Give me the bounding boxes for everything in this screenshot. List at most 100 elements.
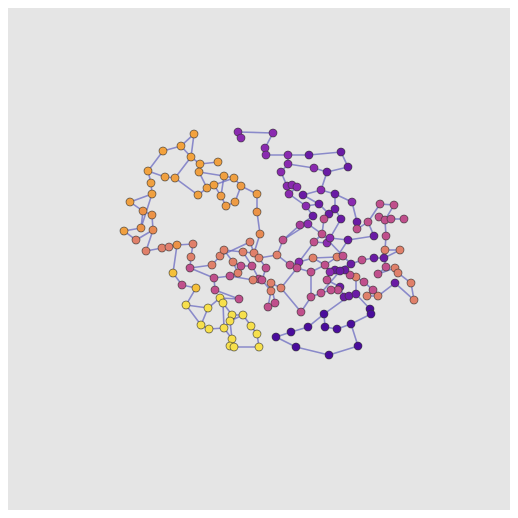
graph-node <box>191 283 201 293</box>
node-layer <box>119 127 419 360</box>
graph-node <box>304 150 314 160</box>
graph-node <box>196 320 206 330</box>
graph-node <box>177 280 187 290</box>
graph-node <box>236 261 246 271</box>
graph-node <box>325 233 335 243</box>
graph-edge <box>347 235 375 241</box>
graph-node <box>325 267 335 277</box>
graph-node <box>373 269 383 279</box>
graph-node <box>303 219 313 229</box>
graph-node <box>357 255 367 265</box>
graph-node <box>271 332 281 342</box>
graph-node <box>141 246 151 256</box>
graph-node <box>286 327 296 337</box>
graph-node <box>138 206 148 216</box>
graph-node <box>238 247 248 257</box>
graph-node <box>125 197 135 207</box>
graph-node <box>176 141 186 151</box>
graph-node <box>276 283 286 293</box>
graph-node <box>399 214 409 224</box>
graph-node <box>230 197 240 207</box>
graph-node <box>247 261 257 271</box>
graph-node <box>228 257 238 267</box>
graph-node <box>248 275 258 285</box>
graph-node <box>409 295 419 305</box>
graph-node <box>316 288 326 298</box>
graph-node <box>301 201 311 211</box>
graph-node <box>390 278 400 288</box>
graph-node <box>185 263 195 273</box>
graph-edge <box>321 233 344 257</box>
graph-node <box>308 253 318 263</box>
graph-node <box>236 181 246 191</box>
graph-node <box>225 271 235 281</box>
graph-node <box>351 289 361 299</box>
graph-node <box>386 214 396 224</box>
graph-node <box>257 275 267 285</box>
graph-edge <box>287 163 315 169</box>
graph-node <box>379 253 389 263</box>
graph-node <box>170 173 180 183</box>
graph-node <box>194 167 204 177</box>
graph-node <box>236 133 246 143</box>
graph-node <box>254 253 264 263</box>
graph-node <box>283 150 293 160</box>
graph-node <box>283 159 293 169</box>
graph-node <box>291 342 301 352</box>
graph-node <box>215 251 225 261</box>
graph-node <box>266 278 276 288</box>
graph-node <box>332 324 342 334</box>
graph-node <box>254 342 264 352</box>
graph-node <box>160 172 170 182</box>
graph-node <box>204 324 214 334</box>
graph-node <box>238 310 248 320</box>
graph-node <box>381 262 391 272</box>
graph-node <box>363 217 373 227</box>
graph-node <box>131 235 141 245</box>
graph-node <box>158 146 168 156</box>
graph-node <box>203 303 213 313</box>
graph-node <box>395 245 405 255</box>
graph-node <box>136 223 146 233</box>
graph-node <box>270 298 280 308</box>
graph-edge <box>280 287 302 313</box>
graph-node <box>216 191 226 201</box>
graph-node <box>229 342 239 352</box>
graph-edge <box>174 177 199 196</box>
graph-node <box>209 180 219 190</box>
graph-node <box>375 199 385 209</box>
graph-node <box>319 214 329 224</box>
graph-node <box>336 147 346 157</box>
graph-node <box>268 128 278 138</box>
graph-node <box>188 239 198 249</box>
graph-node <box>324 350 334 360</box>
graph-node <box>261 263 271 273</box>
graph-node <box>309 237 319 247</box>
graph-node <box>303 322 313 332</box>
graph-node <box>219 171 229 181</box>
graph-node <box>308 211 318 221</box>
graph-node <box>314 199 324 209</box>
graph-node <box>246 321 256 331</box>
graph-node <box>393 268 403 278</box>
graph-node <box>263 302 273 312</box>
graph-node <box>245 237 255 247</box>
graph-node <box>336 214 346 224</box>
graph-node <box>210 285 220 295</box>
graph-node <box>296 307 306 317</box>
graph-node <box>193 190 203 200</box>
graph-edge <box>237 131 274 134</box>
graph-node <box>295 220 305 230</box>
graph-node <box>319 309 329 319</box>
graph-node <box>189 129 199 139</box>
graph-node <box>148 225 158 235</box>
graph-node <box>181 300 191 310</box>
graph-node <box>143 166 153 176</box>
graph-node <box>346 259 356 269</box>
graph-node <box>322 167 332 177</box>
graph-node <box>380 245 390 255</box>
graph-node <box>369 231 379 241</box>
graph-node <box>213 157 223 167</box>
graph-node <box>266 286 276 296</box>
graph-node <box>272 250 282 260</box>
